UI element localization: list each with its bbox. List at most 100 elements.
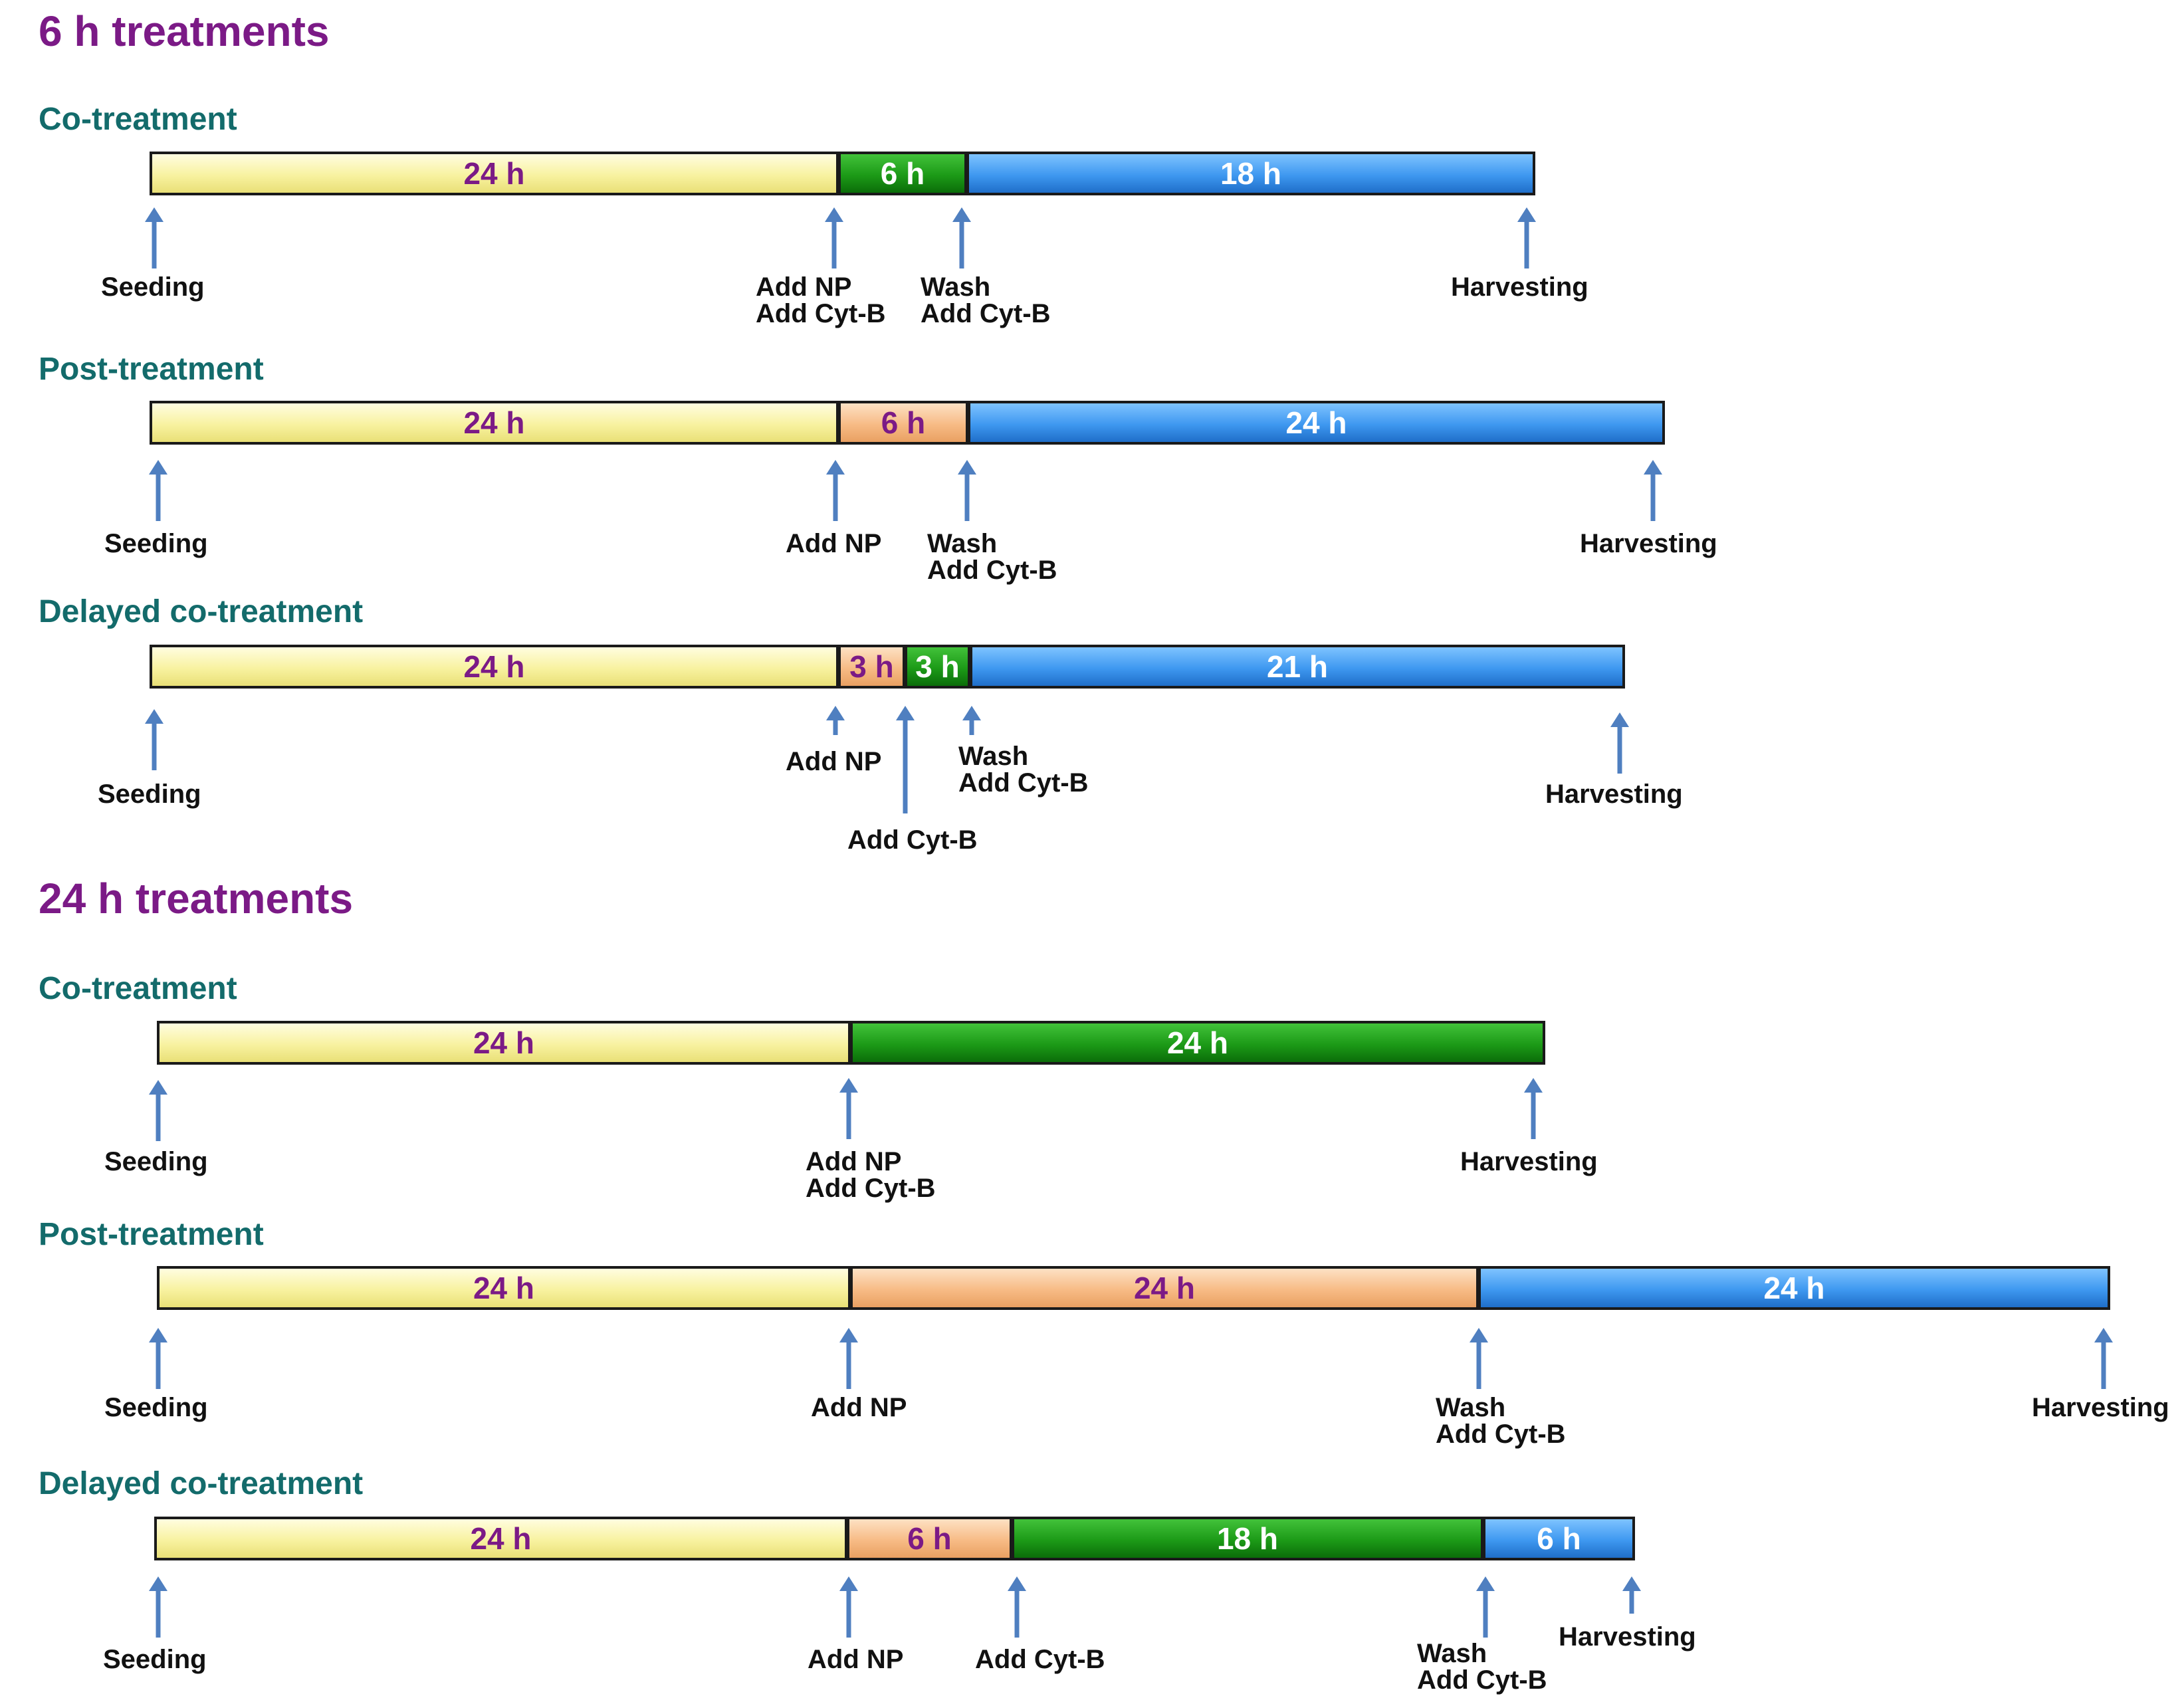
event-label-line: Add Cyt-B bbox=[1436, 1420, 1566, 1449]
timeline-segment-orange: 24 h bbox=[851, 1266, 1479, 1310]
segment-duration-label: 24 h bbox=[463, 649, 525, 684]
timeline-segment-green: 18 h bbox=[1012, 1517, 1483, 1560]
up-arrow-icon bbox=[896, 706, 915, 813]
event-label-line: Add Cyt-B bbox=[806, 1174, 936, 1203]
timeline-segment-blue: 18 h bbox=[967, 152, 1535, 195]
event-label-line: Add Cyt-B bbox=[847, 825, 978, 855]
up-arrow-icon bbox=[839, 1576, 858, 1638]
timeline-segment-yellow: 24 h bbox=[157, 1021, 851, 1065]
up-arrow-icon bbox=[1476, 1576, 1495, 1638]
event-label-line: Seeding bbox=[101, 272, 205, 302]
timeline-segment-blue: 24 h bbox=[1479, 1266, 2110, 1310]
row-title-delayed-co-treatment: Delayed co-treatment bbox=[39, 1466, 364, 1501]
row-title-post-treatment: Post-treatment bbox=[39, 352, 264, 387]
timeline-segment-yellow: 24 h bbox=[157, 1266, 851, 1310]
event-label-add-np: Add NP bbox=[811, 1394, 907, 1421]
event-label-add-cyt-b: Add Cyt-B bbox=[847, 827, 978, 853]
event-label-line: Harvesting bbox=[1451, 272, 1588, 302]
segment-duration-label: 24 h bbox=[1166, 1025, 1229, 1060]
up-arrow-icon bbox=[962, 706, 981, 735]
event-label-line: Seeding bbox=[104, 529, 208, 558]
row-title-co-treatment: Co-treatment bbox=[39, 102, 237, 137]
event-label-line: Add NP bbox=[786, 529, 882, 558]
event-label-add-np: Add NP bbox=[808, 1646, 903, 1673]
up-arrow-icon bbox=[149, 1328, 167, 1389]
event-label-line: Add Cyt-B bbox=[756, 299, 886, 328]
up-arrow-icon bbox=[1517, 207, 1536, 268]
event-label-line: Seeding bbox=[98, 780, 201, 809]
up-arrow-icon bbox=[952, 207, 971, 268]
event-label-line: Add NP bbox=[806, 1147, 902, 1176]
event-label-line: Harvesting bbox=[1460, 1147, 1598, 1176]
event-label-seeding: Seeding bbox=[104, 1394, 208, 1421]
timeline-segment-orange: 3 h bbox=[839, 645, 905, 689]
segment-duration-label: 24 h bbox=[1285, 405, 1347, 440]
up-arrow-icon bbox=[839, 1078, 858, 1139]
up-arrow-icon bbox=[145, 709, 164, 770]
event-label-seeding: Seeding bbox=[103, 1646, 207, 1673]
event-label-line: Harvesting bbox=[1580, 529, 1717, 558]
event-label-harvesting: Harvesting bbox=[1559, 1624, 1696, 1650]
event-label-add-np: Add NP bbox=[786, 530, 881, 557]
event-label-harvesting: Harvesting bbox=[1451, 274, 1588, 300]
event-label-harvesting: Harvesting bbox=[1580, 530, 1717, 557]
segment-duration-label: 6 h bbox=[881, 405, 926, 440]
timeline-segment-yellow: 24 h bbox=[154, 1517, 847, 1560]
timeline-segment-green: 6 h bbox=[839, 152, 967, 195]
timeline-segment-green: 24 h bbox=[851, 1021, 1545, 1065]
event-label-add-np: Add NP bbox=[786, 748, 881, 775]
timeline-segment-yellow: 24 h bbox=[150, 401, 839, 445]
up-arrow-icon bbox=[2094, 1328, 2113, 1389]
event-label-line: Wash bbox=[921, 272, 991, 302]
timeline-segment-blue: 21 h bbox=[970, 645, 1625, 689]
segment-duration-label: 6 h bbox=[1537, 1521, 1581, 1556]
segment-duration-label: 3 h bbox=[915, 649, 960, 684]
segment-duration-label: 21 h bbox=[1266, 649, 1329, 684]
timeline-segment-orange: 6 h bbox=[839, 401, 968, 445]
up-arrow-icon bbox=[839, 1328, 858, 1389]
event-label-line: Seeding bbox=[104, 1393, 208, 1422]
event-label-line: Harvesting bbox=[1545, 780, 1683, 809]
timeline-segment-green: 3 h bbox=[905, 645, 970, 689]
event-label-line: Add Cyt-B bbox=[921, 299, 1051, 328]
event-label-line: Add NP bbox=[756, 272, 852, 302]
event-label-line: Add Cyt-B bbox=[958, 768, 1089, 798]
event-label-line: Add NP bbox=[808, 1645, 904, 1674]
row-title-post-treatment: Post-treatment bbox=[39, 1217, 264, 1252]
segment-duration-label: 24 h bbox=[473, 1025, 535, 1060]
timeline-segment-yellow: 24 h bbox=[150, 152, 839, 195]
segment-duration-label: 24 h bbox=[1763, 1271, 1825, 1305]
timeline-segment-orange: 6 h bbox=[847, 1517, 1012, 1560]
event-label-harvesting: Harvesting bbox=[1460, 1148, 1598, 1175]
section-title: 24 h treatments bbox=[39, 875, 354, 922]
up-arrow-icon bbox=[958, 460, 976, 521]
up-arrow-icon bbox=[1610, 712, 1629, 774]
segment-duration-label: 18 h bbox=[1220, 156, 1282, 191]
up-arrow-icon bbox=[1470, 1328, 1488, 1389]
up-arrow-icon bbox=[1644, 460, 1662, 521]
segment-duration-label: 6 h bbox=[907, 1521, 952, 1556]
event-label-harvesting: Harvesting bbox=[1545, 781, 1683, 807]
event-label-line: Seeding bbox=[104, 1147, 208, 1176]
up-arrow-icon bbox=[145, 207, 164, 268]
event-label-line: Add Cyt-B bbox=[975, 1645, 1105, 1674]
event-label-line: Add Cyt-B bbox=[1417, 1665, 1547, 1695]
segment-duration-label: 18 h bbox=[1216, 1521, 1279, 1556]
event-label-seeding: Seeding bbox=[98, 781, 201, 807]
event-label-harvesting: Harvesting bbox=[2032, 1394, 2169, 1421]
up-arrow-icon bbox=[1622, 1576, 1641, 1614]
segment-duration-label: 6 h bbox=[880, 156, 925, 191]
event-label-seeding: Seeding bbox=[101, 274, 205, 300]
event-label-seeding: Seeding bbox=[104, 1148, 208, 1175]
up-arrow-icon bbox=[149, 1080, 167, 1141]
event-label-line: Seeding bbox=[103, 1645, 207, 1674]
up-arrow-icon bbox=[1524, 1078, 1543, 1139]
up-arrow-icon bbox=[826, 706, 845, 735]
up-arrow-icon bbox=[1008, 1576, 1026, 1638]
